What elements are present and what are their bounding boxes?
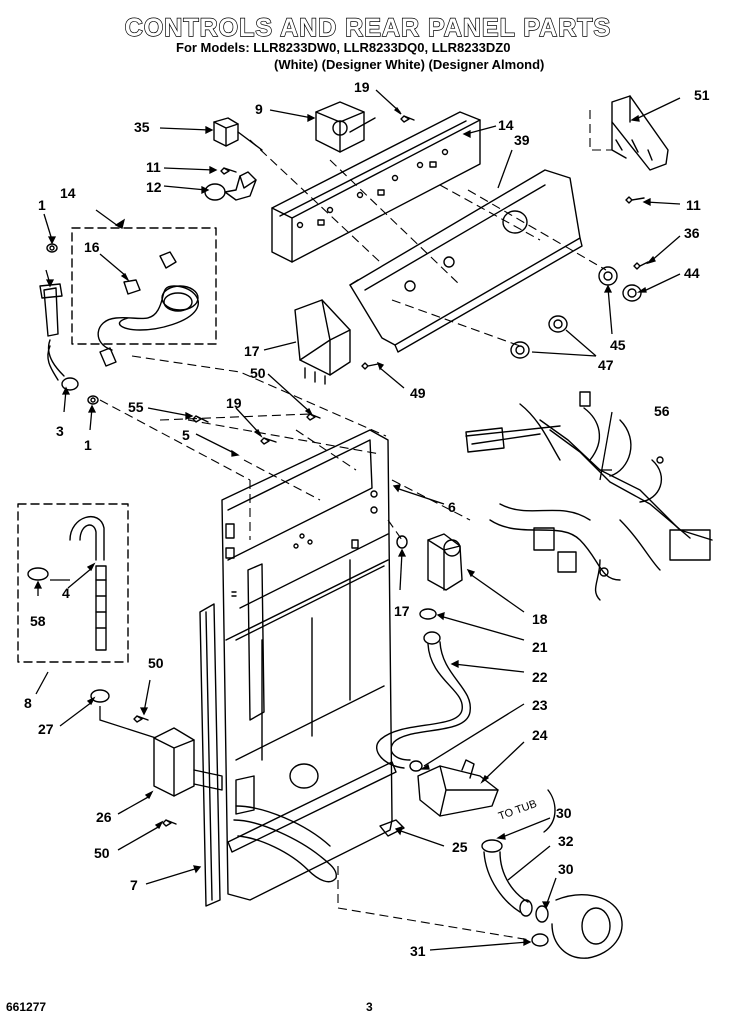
- callout-3: 3: [56, 423, 64, 439]
- power-cord: [97, 251, 199, 367]
- callout-50: 50: [250, 365, 266, 381]
- models-line: For Models: LLR8233DW0, LLR8233DQ0, LLR8…: [176, 40, 511, 55]
- callout-49: 49: [410, 385, 426, 401]
- callout-36: 36: [684, 225, 700, 241]
- callout-30: 30: [558, 861, 574, 877]
- callout-6: 6: [448, 499, 456, 515]
- callout-39: 39: [514, 132, 530, 148]
- callout-17: 17: [394, 603, 410, 619]
- power-cord-box: [71, 227, 217, 345]
- callout-4: 4: [62, 585, 70, 601]
- page-number: 3: [366, 1000, 373, 1014]
- callout-19: 19: [226, 395, 242, 411]
- callout-30: 30: [556, 805, 572, 821]
- callout-18: 18: [532, 611, 548, 627]
- side-rail: [199, 603, 221, 907]
- callout-50: 50: [148, 655, 164, 671]
- callout-13: 14: [498, 117, 514, 133]
- rear-panel: [221, 429, 393, 901]
- switch: [213, 117, 263, 151]
- wire-harness: [465, 391, 713, 601]
- callout-15: 16: [84, 239, 100, 255]
- screws: [133, 115, 649, 827]
- console-end-cap: [294, 299, 351, 385]
- colors-line: (White) (Designer White) (Designer Almon…: [274, 57, 545, 72]
- callout-11: 11: [686, 197, 701, 213]
- fill-funnel: [417, 759, 499, 817]
- callout-14: 14: [60, 185, 76, 201]
- drain-hose-kit: [27, 516, 110, 703]
- inlet-hose: [376, 631, 471, 772]
- callout-1: 1: [38, 197, 46, 213]
- callout-19: 19: [354, 79, 370, 95]
- callout-25: 25: [452, 839, 468, 855]
- callout-7: 7: [130, 877, 138, 893]
- callout-44: 44: [684, 265, 700, 281]
- callout-56: 56: [654, 403, 670, 419]
- callout-23: 23: [532, 697, 548, 713]
- callout-22: 22: [532, 669, 548, 685]
- callout-27: 27: [38, 721, 54, 737]
- callout-9: 9: [255, 101, 263, 117]
- callout-58: 58: [30, 613, 46, 629]
- knobs: [510, 266, 642, 359]
- water-valve: [396, 533, 463, 620]
- callout-35: 35: [134, 119, 150, 135]
- callout-12: 12: [146, 179, 162, 195]
- callout-8: 8: [24, 695, 32, 711]
- pump-cover: [153, 727, 223, 797]
- callout-50: 50: [94, 845, 110, 861]
- document-number: 661277: [6, 1000, 47, 1014]
- callout-11: 11: [146, 159, 161, 175]
- pressure-switch: [204, 171, 257, 201]
- callout-51: 51: [694, 87, 710, 103]
- callout-31: 31: [410, 943, 426, 959]
- outlet-hose: [481, 789, 623, 959]
- to-tub-label: TO TUB: [497, 798, 539, 823]
- callout-55: 55: [128, 399, 144, 415]
- callout-45: 45: [610, 337, 626, 353]
- page-title: CONTROLS AND REAR PANEL PARTS: [124, 13, 612, 42]
- callout-47: 47: [598, 357, 614, 373]
- callout-1: 1: [84, 437, 92, 453]
- callout-5: 5: [182, 427, 190, 443]
- inlet-hose-parts: [39, 243, 99, 405]
- drain-hose-kit-box: [17, 503, 129, 663]
- timer: [315, 101, 376, 153]
- drain-hose: [227, 761, 405, 883]
- console: [349, 169, 583, 353]
- callout-21: 21: [532, 639, 548, 655]
- callout-26: 26: [96, 809, 112, 825]
- control-panel-bracket: [271, 111, 481, 263]
- callout-32: 32: [558, 833, 574, 849]
- callout-16: 17: [244, 343, 260, 359]
- callout-24: 24: [532, 727, 548, 743]
